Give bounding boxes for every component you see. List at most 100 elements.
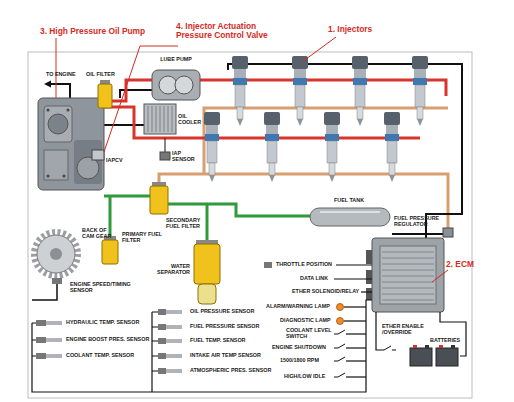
part-label: IAP SENSOR bbox=[172, 151, 200, 163]
battery bbox=[425, 345, 429, 348]
cam-gear bbox=[34, 232, 78, 276]
ecm-module bbox=[366, 250, 372, 264]
lube-pump bbox=[152, 70, 200, 100]
signal-wire bbox=[32, 323, 36, 356]
part-label: WATER SEPARATOR bbox=[146, 264, 190, 276]
panel-border bbox=[28, 52, 472, 398]
speed-sensor bbox=[32, 278, 62, 300]
part-label: BACK OF CAM GEAR bbox=[82, 228, 112, 240]
sensor-symbol bbox=[158, 338, 166, 344]
part-label: HIGH/LOW IDLE bbox=[284, 374, 325, 380]
injector bbox=[264, 112, 280, 182]
sensor-symbol bbox=[158, 368, 166, 374]
part-label: ALARM/WARNING LAMP bbox=[266, 304, 330, 310]
part-label: TO ENGINE bbox=[46, 72, 76, 78]
callout-leader bbox=[56, 38, 57, 98]
signal-wire bbox=[152, 312, 158, 371]
callout-label: 4. Injector Actuation Pressure Control V… bbox=[176, 22, 272, 40]
sensor-symbol bbox=[166, 325, 182, 329]
part-label: THROTTLE POSITION bbox=[276, 262, 332, 268]
battery bbox=[413, 345, 417, 348]
fuel-supply-line bbox=[104, 196, 310, 244]
part-label: FUEL TEMP. SENSOR bbox=[190, 338, 246, 344]
part-label: DATA LINK bbox=[300, 276, 328, 282]
part-label: OIL COOLER bbox=[178, 114, 206, 126]
signal-wire bbox=[32, 300, 372, 392]
iap-sensor bbox=[160, 138, 170, 160]
part-label: DIAGNOSTIC LAMP bbox=[280, 318, 331, 324]
part-label: ETHER ENABLE /OVERRIDE bbox=[382, 324, 428, 336]
oil-pump bbox=[47, 109, 50, 112]
water-separator bbox=[198, 284, 216, 304]
sensor-symbol bbox=[36, 353, 46, 359]
harness-wire bbox=[50, 84, 70, 98]
battery bbox=[451, 345, 455, 348]
part-label: FUEL PRESSURE SENSOR bbox=[190, 324, 259, 330]
sensor-symbol bbox=[264, 262, 272, 268]
oil-cooler bbox=[144, 104, 176, 134]
speed-sensor bbox=[52, 278, 62, 284]
water-separator bbox=[194, 244, 220, 284]
oil-pump bbox=[38, 98, 104, 190]
sensor-symbol bbox=[46, 338, 62, 342]
lube-pump bbox=[152, 70, 200, 100]
signal-wire bbox=[32, 265, 466, 392]
oil-pump bbox=[63, 175, 66, 178]
injector bbox=[324, 112, 340, 182]
part-label: HYDRAULIC TEMP. SENSOR bbox=[66, 320, 139, 326]
primary-filter bbox=[102, 236, 118, 264]
signal-wire bbox=[361, 291, 372, 292]
speed-sensor bbox=[32, 284, 57, 300]
harness-wire bbox=[104, 124, 144, 126]
iap-sensor bbox=[160, 152, 170, 160]
oil-pump bbox=[74, 140, 102, 184]
injector bbox=[384, 112, 400, 182]
oil-filter bbox=[98, 84, 112, 108]
part-label: COOLANT LEVEL SWITCH bbox=[286, 328, 332, 340]
sensor-symbol bbox=[158, 309, 166, 315]
water-separator bbox=[194, 240, 220, 304]
callout-leader bbox=[56, 37, 448, 282]
oil-pump bbox=[92, 150, 104, 160]
lube-pump bbox=[175, 76, 193, 94]
sensor-symbol bbox=[166, 354, 182, 358]
switch-symbol bbox=[334, 330, 396, 377]
injector bbox=[412, 56, 428, 126]
sensor-symbol bbox=[158, 324, 166, 330]
sensor-symbol bbox=[46, 321, 62, 325]
arrow-head bbox=[44, 81, 51, 88]
part-label: ENGINE BOOST PRES. SENSOR bbox=[66, 337, 149, 343]
signal-wire bbox=[336, 264, 372, 265]
sensor-symbol bbox=[46, 354, 62, 358]
signal-wire bbox=[346, 360, 366, 361]
fuel-line bbox=[159, 174, 448, 228]
injector bbox=[352, 56, 368, 126]
battery bbox=[436, 348, 458, 366]
signal-wire bbox=[151, 312, 152, 392]
oil-pump bbox=[44, 106, 72, 142]
sensor-symbol bbox=[166, 369, 182, 373]
iap-sensor bbox=[165, 138, 166, 152]
callout-label: 2. ECM bbox=[446, 260, 474, 269]
ecm-module bbox=[382, 252, 434, 300]
signal-wire bbox=[344, 320, 366, 321]
part-label: SECONDARY FUEL FILTER bbox=[166, 218, 204, 230]
sensor-symbol bbox=[166, 310, 182, 314]
signal-wire bbox=[346, 347, 366, 348]
injector bbox=[232, 56, 248, 126]
oil-pump bbox=[67, 109, 70, 112]
lube-pump bbox=[159, 76, 177, 94]
warning-lamp bbox=[337, 304, 344, 311]
part-label: COOLANT TEMP. SENSOR bbox=[66, 353, 134, 359]
oil-cooler bbox=[144, 104, 176, 134]
oil-pump bbox=[38, 98, 104, 190]
pressure-regulator bbox=[443, 228, 453, 237]
warning-lamp bbox=[337, 304, 344, 325]
fuel-supply-line bbox=[206, 204, 209, 244]
battery bbox=[439, 345, 443, 348]
harness-wire bbox=[392, 233, 443, 235]
ecm-module bbox=[366, 288, 372, 300]
harness-wire bbox=[50, 64, 462, 238]
ecm-module bbox=[366, 270, 372, 284]
